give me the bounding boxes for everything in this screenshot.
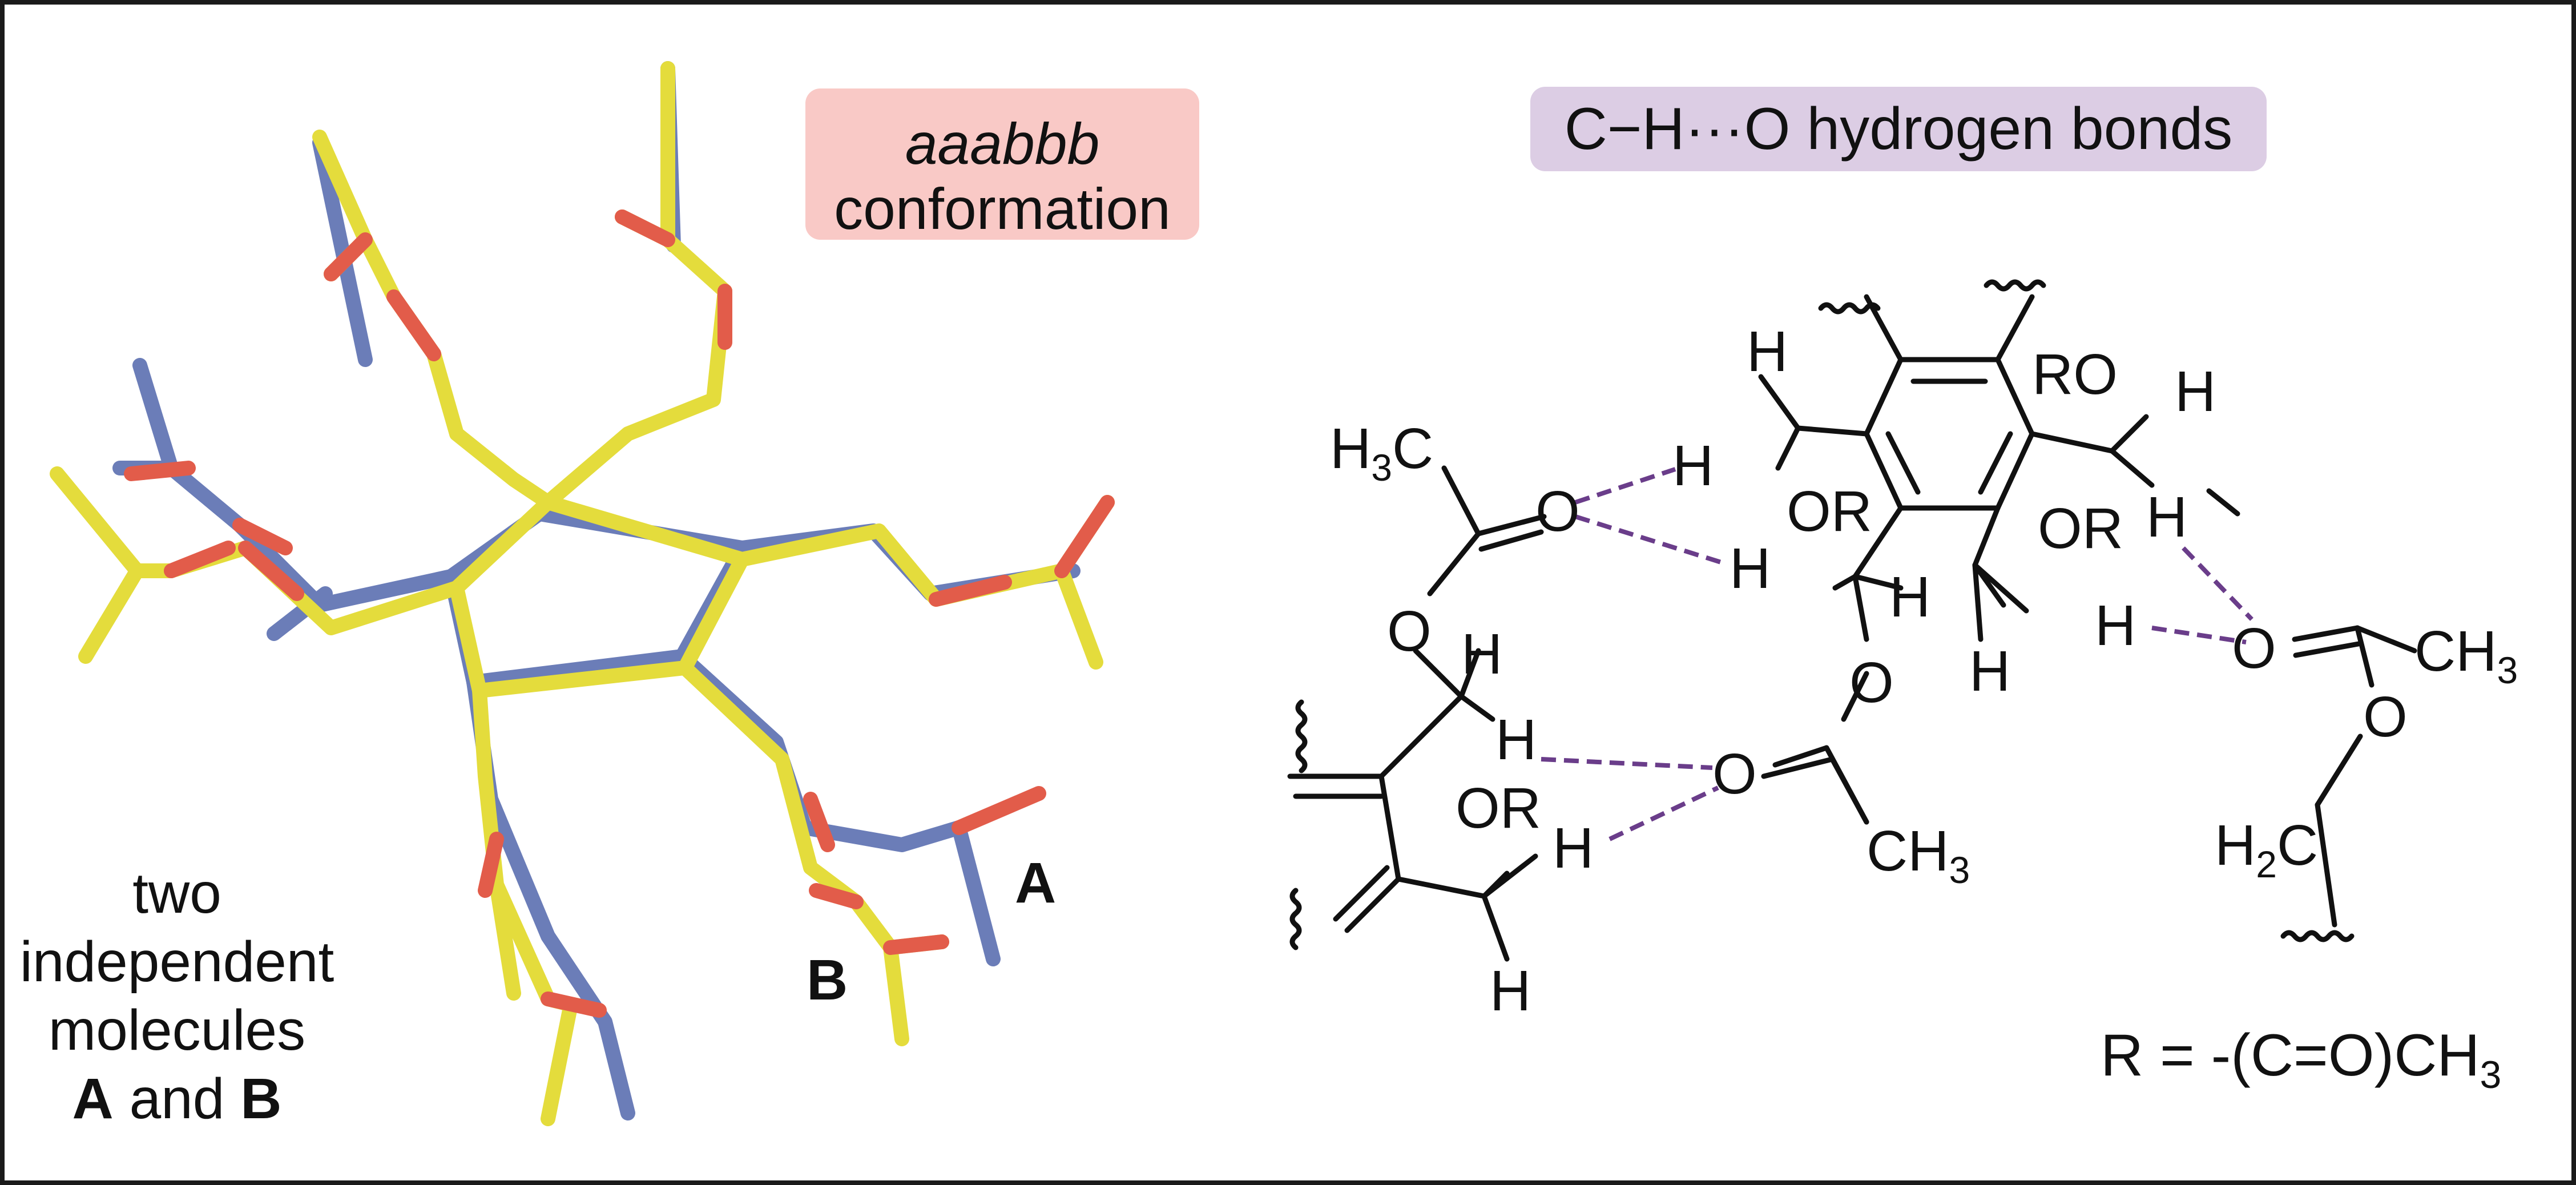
atom-ch3: CH3 (1867, 819, 1970, 891)
atom-ch3: CH3 (2414, 619, 2518, 691)
conformation-word: conformation (834, 176, 1171, 242)
atom-h: H (2095, 594, 2136, 658)
atom-o: O (1849, 651, 1894, 715)
atom-o: O (1535, 479, 1580, 543)
atom-or: OR (1456, 776, 1541, 840)
atom-h: H (1495, 708, 1537, 772)
atom-h: H (1969, 639, 2010, 703)
atom-or: OR (2038, 497, 2123, 561)
atom-h: H (1889, 565, 1930, 629)
caption-line-3: molecules (48, 998, 306, 1062)
molecule-b-label: B (807, 948, 848, 1012)
hydrogen-bonds-badge: C−H···O hydrogen bonds (1530, 87, 2267, 171)
molecule-a-label: A (1015, 851, 1057, 915)
atom-ro: RO (2032, 342, 2118, 406)
atom-h: H (1672, 434, 1714, 498)
atom-labels: H H O OR RO H H H H OR H H O O CH3 O H2C… (1330, 320, 2518, 1023)
oxygen-stick-segments (124, 209, 1115, 1018)
caption-line-2: independent (19, 930, 334, 994)
atom-h3c: H3C (1330, 417, 1433, 489)
atom-o: O (1712, 742, 1757, 806)
r-definition-text: R = -(C=O)CH3 (2101, 1022, 2502, 1097)
atom-h: H (1553, 816, 1594, 880)
caption-mol-b: B (240, 1067, 282, 1131)
caption-mol-a: A (72, 1067, 114, 1131)
atom-h: H (2175, 360, 2216, 424)
atom-h: H (1461, 622, 1502, 686)
atom-h: H (1747, 320, 1788, 384)
caption-line-1: two (132, 861, 221, 925)
atom-o: O (2232, 616, 2276, 680)
conformation-code: aaabbb (905, 111, 1100, 176)
atom-h2c: H2C (2215, 813, 2318, 885)
atom-h: H (1490, 959, 1531, 1023)
caption-and: and (129, 1067, 225, 1131)
atom-o: O (1387, 599, 1432, 663)
caption-line-4: A and B (17, 1065, 337, 1133)
hydrogen-bond-dashes (1541, 467, 2254, 841)
atom-h: H (1730, 537, 1771, 600)
r-group-definition: R = -(C=O)CH3 (2101, 1022, 2501, 1097)
benzene-ring (1864, 357, 2035, 511)
two-molecules-caption: two independent molecules A and B (17, 859, 337, 1133)
atom-h: H (2146, 485, 2187, 549)
atom-o: O (2363, 685, 2408, 749)
conformation-badge: aaabbb conformation (805, 88, 1199, 242)
atom-or: OR (1787, 479, 1872, 543)
